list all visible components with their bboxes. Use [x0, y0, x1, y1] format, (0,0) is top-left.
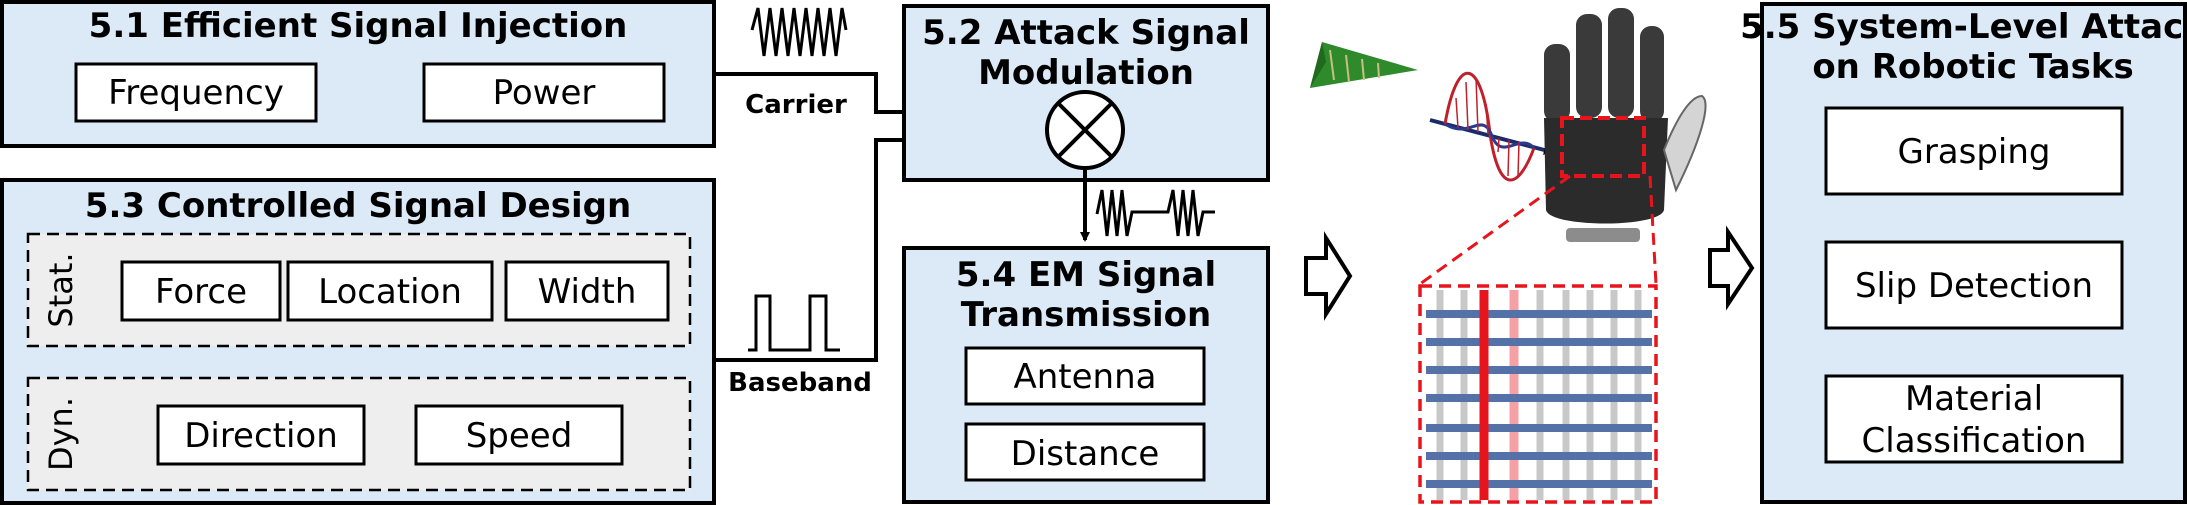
zoom-line-left [1419, 174, 1571, 286]
dynamic-label: Dyn. [42, 397, 80, 471]
carrier-waveform [750, 7, 848, 57]
power-label: Power [493, 73, 596, 113]
slip-detection-label: Slip Detection [1855, 266, 2093, 306]
material-classification-label-line2: Classification [1862, 421, 2087, 461]
modulated-waveform [1095, 189, 1215, 237]
direction-label: Direction [184, 416, 338, 456]
force-label: Force [155, 272, 247, 312]
static-label: Stat. [42, 252, 80, 327]
arrow-right-icon [1304, 231, 1353, 321]
speed-label: Speed [466, 416, 573, 456]
section-5-2: 5.2 Attack Signal Modulation [902, 4, 1270, 182]
section-5-5: 5.5 System-Level Attack on Robotic Tasks… [1740, 2, 2187, 504]
section-5-3: 5.3 Controlled Signal Design Stat. Force… [0, 178, 716, 505]
section-5-4-title-line2: Transmission [961, 295, 1211, 335]
section-5-5-title-line2: on Robotic Tasks [1812, 47, 2133, 87]
modulator-icon [1045, 90, 1125, 170]
section-5-1-title: 5.1 Efficient Signal Injection [89, 6, 628, 46]
grasping-label: Grasping [1897, 132, 2050, 172]
direction-box [156, 404, 366, 466]
section-5-2-title-line1: 5.2 Attack Signal [922, 13, 1250, 53]
section-5-5-title-line1: 5.5 System-Level Attack [1740, 7, 2187, 47]
material-classification-box [1824, 374, 2124, 464]
baseband-label: Baseband [728, 368, 872, 398]
force-box [120, 260, 282, 322]
frequency-box [74, 62, 318, 123]
section-5-3-title: 5.3 Controlled Signal Design [85, 186, 631, 226]
location-box [286, 260, 494, 322]
distance-label: Distance [1011, 434, 1160, 474]
section-5-4: 5.4 EM Signal Transmission Antenna Dista… [902, 246, 1270, 504]
width-label: Width [538, 272, 637, 312]
antenna-icon [1310, 42, 1418, 88]
speed-box [414, 404, 624, 466]
antenna-label: Antenna [1014, 357, 1157, 397]
distance-box [964, 422, 1206, 482]
carrier-label: Carrier [745, 90, 847, 120]
sensor-grid-icon [1418, 284, 1658, 504]
material-classification-label-line1: Material [1905, 379, 2043, 419]
baseband-waveform [748, 294, 840, 352]
location-label: Location [318, 272, 462, 312]
grasping-box [1824, 106, 2124, 196]
frequency-label: Frequency [108, 73, 284, 113]
width-box [504, 260, 670, 322]
section-5-2-title-line2: Modulation [978, 53, 1194, 93]
section-5-4-title-line1: 5.4 EM Signal [956, 255, 1216, 295]
slip-detection-box [1824, 240, 2124, 330]
em-wave-icon [1429, 72, 1554, 182]
section-5-1: 5.1 Efficient Signal Injection Frequency… [0, 0, 716, 148]
robot-hand-icon [1544, 8, 1707, 242]
power-box [422, 62, 666, 123]
arrow-right-icon [1708, 225, 1755, 311]
antenna-box [964, 346, 1206, 406]
